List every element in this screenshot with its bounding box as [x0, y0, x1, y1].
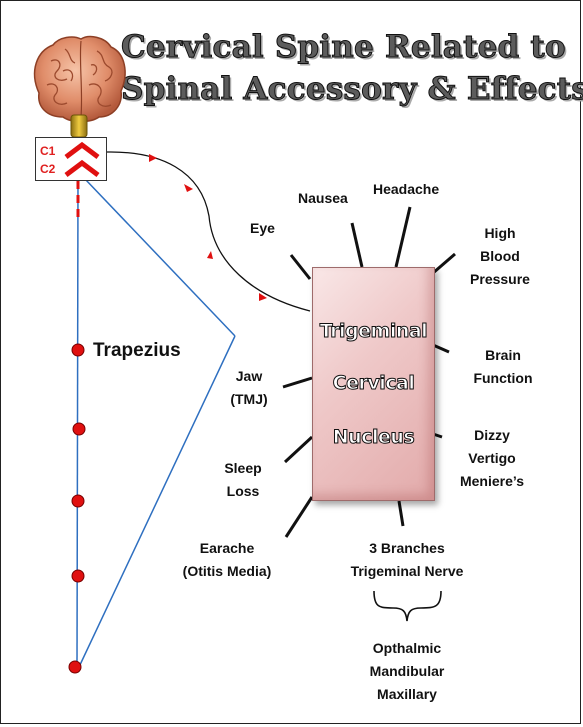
pathway-arrow: [259, 293, 267, 301]
vertebra-chevron-icon: [64, 141, 100, 177]
high-blood-pressure-label: High Blood Pressure: [470, 225, 530, 287]
spine-marker: [71, 343, 85, 357]
jaw-tmj-label: Jaw (TMJ): [230, 368, 268, 407]
spine-markers: [68, 343, 86, 674]
branches-line: [397, 500, 405, 527]
spine-marker: [71, 569, 85, 583]
spine-marker: [72, 422, 86, 436]
c1-label: C1: [40, 144, 56, 158]
branch-names-list: Opthalmic Mandibular Maxillary: [357, 637, 457, 706]
brain-function-label: Brain Function: [473, 347, 533, 386]
title-line-1: Cervical Spine Related to: [121, 29, 567, 66]
c2-label: C2: [40, 162, 56, 176]
title-line-2: Spinal Accessory & Effects: [121, 71, 583, 108]
jaw-line: [282, 376, 313, 389]
dizzy-vertigo-label: Dizzy Vertigo Meniere’s: [459, 427, 525, 489]
pathway-arrow: [184, 184, 193, 192]
branches-curly-brace: [373, 590, 442, 622]
trapezius-muscle-outline: [76, 178, 236, 668]
trapezius-label: Trapezius: [93, 340, 181, 361]
trigeminal-branches-label: 3 Branches Trigeminal Nerve: [350, 540, 464, 579]
earache-label: Earache (Otitis Media): [182, 540, 272, 579]
nausea-line: [350, 222, 364, 268]
branch-opthalmic: Opthalmic: [372, 640, 442, 656]
brain-icon: [33, 35, 126, 138]
branch-mandibular: Mandibular: [369, 663, 445, 679]
nucleus-line-3: Nucleus: [332, 426, 415, 449]
effect-lines: [282, 206, 456, 538]
nucleus-line-2: Cervical: [332, 372, 415, 395]
blood-pressure-line: [432, 252, 456, 275]
eye-line: [289, 254, 312, 280]
cervical-vertebrae-box: C1 C2: [35, 137, 107, 181]
pathway-arrow: [207, 251, 213, 259]
headache-line: [394, 206, 412, 268]
sleep-loss-label: Sleep Loss: [224, 460, 262, 499]
sleep-line: [283, 435, 314, 464]
pathway-arrow: [149, 154, 157, 162]
branch-maxillary: Maxillary: [377, 686, 437, 702]
brain-function-line: [432, 343, 450, 354]
nausea-label: Nausea: [298, 190, 348, 206]
headache-label: Headache: [373, 181, 440, 197]
trigeminal-cervical-nucleus: Trigeminal Cervical Nucleus: [312, 267, 435, 501]
nucleus-line-1: Trigeminal: [319, 320, 428, 343]
eye-label: Eye: [250, 220, 275, 236]
earache-line: [284, 496, 314, 538]
spine-marker: [68, 660, 82, 674]
spine-marker: [71, 494, 85, 508]
nerve-pathway-curve: [106, 151, 311, 312]
